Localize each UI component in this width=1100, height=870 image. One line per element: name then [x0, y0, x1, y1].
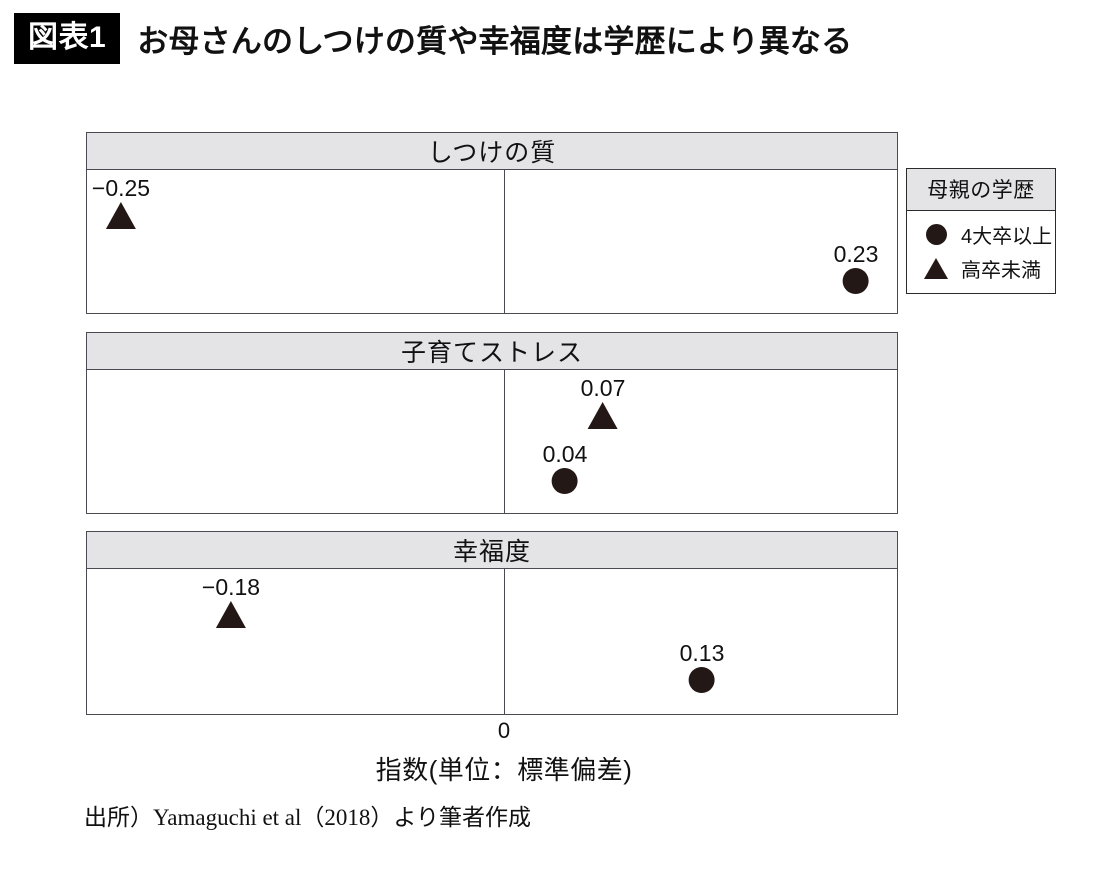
circle-marker-icon [688, 667, 715, 694]
plot-area-1: 0.07 0.04 [86, 370, 898, 514]
plot-area-2: −0.18 0.13 [86, 569, 898, 715]
triangle-marker-icon [921, 257, 951, 279]
x-axis-tick-zero: 0 [497, 718, 511, 743]
figure-title-row: 図表1 お母さんのしつけの質や幸福度は学歴により異なる [14, 12, 852, 64]
zero-reference-line-0 [503, 170, 505, 313]
data-point-circle-1[interactable]: 0.04 [542, 441, 588, 495]
legend-body: 4大卒以上 高卒未満 [907, 211, 1055, 293]
data-label-2-1: 0.13 [679, 640, 725, 666]
data-point-triangle-0[interactable]: −0.25 [91, 175, 151, 230]
legend-title: 母親の学歴 [907, 169, 1055, 211]
legend-item-college[interactable]: 4大卒以上 [907, 217, 1055, 251]
triangle-marker-icon [105, 202, 136, 230]
panel-discipline-quality: しつけの質 −0.25 0.23 [86, 132, 898, 314]
data-label-1-0: 0.07 [580, 375, 626, 401]
data-point-triangle-2[interactable]: −0.18 [201, 574, 261, 629]
data-label-0-0: −0.25 [91, 175, 151, 201]
circle-marker-icon [842, 268, 869, 295]
circle-marker-icon [921, 223, 951, 245]
page-title: お母さんのしつけの質や幸福度は学歴により異なる [137, 23, 853, 59]
panel-happiness: 幸福度 −0.18 0.13 [86, 531, 898, 715]
panel-parenting-stress: 子育てストレス 0.07 0.04 [86, 332, 898, 514]
panel-title-1: 子育てストレス [86, 332, 898, 370]
panel-title-0: しつけの質 [86, 132, 898, 170]
data-label-0-1: 0.23 [833, 241, 879, 267]
source-note: 出所）Yamaguchi et al（2018）より筆者作成 [84, 805, 531, 830]
figure-number-badge: 図表1 [14, 12, 121, 64]
legend: 母親の学歴 4大卒以上 高卒未満 [906, 168, 1056, 294]
data-label-2-0: −0.18 [201, 574, 261, 600]
legend-label-below-highschool: 高卒未満 [961, 259, 1041, 282]
x-axis-label: 指数(単位：標準偏差) [375, 755, 633, 785]
legend-item-below-highschool[interactable]: 高卒未満 [907, 251, 1055, 285]
triangle-marker-icon [215, 601, 246, 629]
zero-reference-line-1 [503, 370, 505, 513]
zero-reference-line-2 [503, 569, 505, 714]
data-point-triangle-1[interactable]: 0.07 [580, 375, 626, 430]
panel-title-2: 幸福度 [86, 531, 898, 569]
data-label-1-1: 0.04 [542, 441, 588, 467]
legend-label-college: 4大卒以上 [961, 225, 1053, 248]
plot-area-0: −0.25 0.23 [86, 170, 898, 314]
triangle-marker-icon [587, 402, 618, 430]
circle-marker-icon [551, 468, 578, 495]
data-point-circle-2[interactable]: 0.13 [679, 640, 725, 694]
data-point-circle-0[interactable]: 0.23 [833, 241, 879, 295]
